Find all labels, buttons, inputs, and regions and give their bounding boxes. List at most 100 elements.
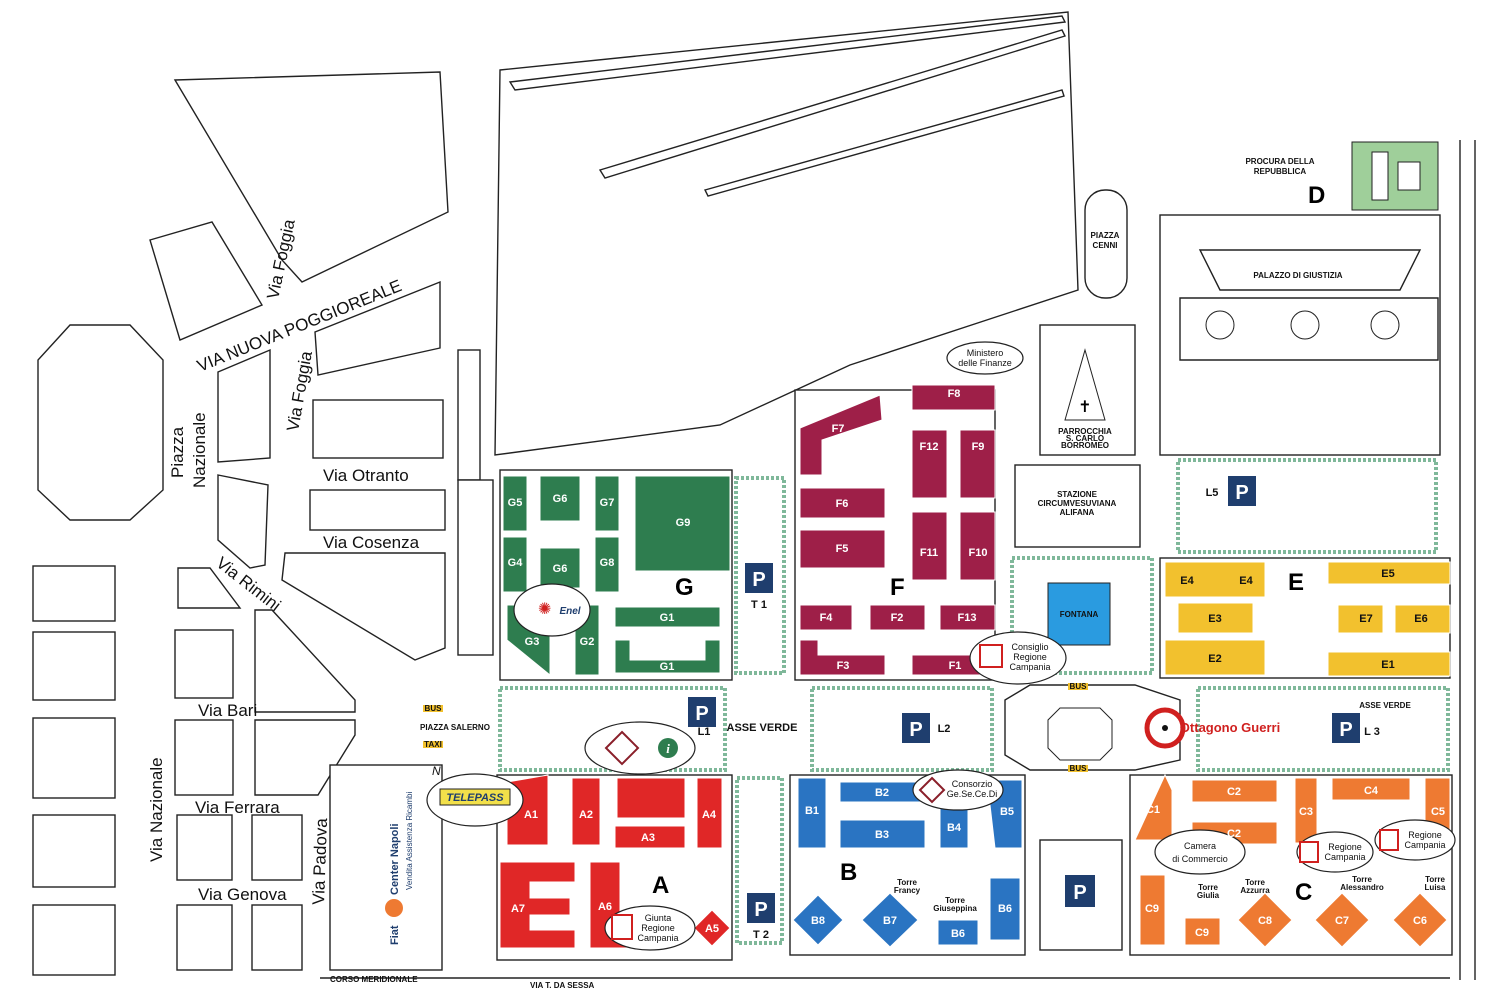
parking-l5-sign[interactable] (1228, 476, 1256, 506)
parking-center-p: P (1073, 882, 1086, 904)
pavilion-e6[interactable] (1394, 604, 1451, 634)
enel-bubble[interactable] (513, 583, 591, 637)
zone-g (499, 469, 733, 681)
parking-t1-sign[interactable] (745, 563, 773, 593)
pavilion-f7[interactable] (799, 394, 883, 476)
pavilion-c4[interactable] (1331, 777, 1411, 801)
pavilion-g5[interactable] (502, 475, 528, 532)
pavilion-b1[interactable] (797, 777, 827, 849)
parking-signs: P T 1 P L1 P L2 P L 3 P L5 P T 2 P (688, 476, 1380, 941)
block-fiat (329, 764, 443, 971)
consiglio-label-2: Regione (1013, 652, 1047, 662)
pavilion-f3[interactable] (799, 639, 886, 676)
pavilion-b7[interactable] (861, 892, 919, 948)
regione-crest-icon-3 (1379, 829, 1399, 851)
procura-label-1: PROCURA DELLA (1245, 157, 1314, 166)
pavilion-f10[interactable] (959, 511, 996, 581)
pavilion-b6a[interactable] (937, 919, 979, 946)
ministero-bubble[interactable] (946, 341, 1024, 375)
pavilion-a3a[interactable] (616, 777, 686, 819)
pavilion-a3[interactable] (614, 825, 686, 849)
pavilion-b4[interactable] (939, 804, 969, 849)
green-area-l5 (1176, 458, 1438, 554)
parking-t2-label: T 2 (753, 929, 769, 941)
pavilion-a4[interactable] (696, 777, 723, 849)
asse-verde-label-1: ASSE VERDE (727, 722, 798, 734)
pavilion-c9b[interactable] (1184, 917, 1221, 946)
pavilion-c8[interactable] (1237, 892, 1293, 948)
pavilion-c1[interactable] (1134, 773, 1173, 841)
pavilion-f2[interactable] (869, 604, 926, 631)
pavilion-e5[interactable] (1327, 561, 1451, 585)
block-parrocchia (1039, 324, 1136, 456)
parking-l3-sign[interactable] (1332, 713, 1360, 743)
pavilion-c9a[interactable] (1139, 874, 1166, 946)
pavilion-f9[interactable] (959, 429, 996, 499)
pavilion-f5[interactable] (799, 529, 886, 569)
label-c2a: C2 (1227, 786, 1241, 798)
pavilion-g8[interactable] (594, 536, 620, 593)
street-via-nazionale: Via Nazionale (147, 757, 166, 862)
ottagono-label: Ottagono Guerri (1180, 720, 1280, 735)
green-area-fontana (1010, 556, 1154, 675)
pavilion-f6[interactable] (799, 487, 886, 519)
pavilion-f8[interactable] (911, 384, 996, 411)
label-b4: B4 (947, 822, 962, 834)
pavilion-f12[interactable] (911, 429, 948, 499)
pavilion-e3[interactable] (1177, 602, 1254, 634)
bus-stop-1-label: BUS (425, 704, 443, 713)
fiat-label-2: Center Napoli (389, 823, 401, 895)
label-f1: F1 (949, 660, 962, 672)
pavilion-b6b[interactable] (989, 877, 1021, 941)
pavilion-a5[interactable] (693, 909, 731, 947)
parking-t2-sign[interactable] (747, 893, 775, 923)
block-tracks (457, 349, 481, 481)
parking-l2-sign[interactable] (902, 713, 930, 743)
regione-crest-icon-1 (979, 644, 1003, 668)
pavilion-f11[interactable] (911, 511, 948, 581)
procura-shape (1351, 141, 1439, 211)
consorzio-bubble[interactable] (912, 769, 1004, 811)
parking-center-sign[interactable] (1065, 875, 1095, 907)
camera-bubble[interactable] (1154, 829, 1246, 875)
street-via-padova: Via Padova (309, 817, 331, 905)
label-a4: A4 (702, 809, 717, 821)
pavilion-b8[interactable] (792, 894, 844, 946)
pavilion-g4[interactable] (502, 536, 528, 593)
cross-icon: ✝ (1078, 397, 1091, 416)
pavilion-c6[interactable] (1392, 892, 1448, 948)
consiglio-label-3: Campania (1009, 662, 1050, 672)
pavilion-g6a[interactable] (539, 475, 581, 522)
pavilion-labels: G5 G6 G7 G9 G4 G6 G8 G3 G2 G1 G1 F7 F8 F… (508, 388, 1445, 940)
pavilion-e4[interactable] (1164, 561, 1266, 598)
label-c9b: C9 (1195, 927, 1209, 939)
pavilion-c2a[interactable] (1191, 779, 1278, 803)
street-via-bari: Via Bari (198, 701, 257, 720)
pavilion-g1a[interactable] (614, 606, 721, 628)
block-top-triangle (173, 71, 449, 283)
block-north-big (494, 11, 1079, 456)
bus-stop-2-icon (1068, 683, 1088, 690)
pavilion-g7[interactable] (594, 475, 620, 532)
label-g7: G7 (600, 497, 615, 509)
street-corso-meridionale: CORSO MERIDIONALE (330, 975, 418, 984)
pavilion-e7[interactable] (1337, 604, 1384, 634)
pavilion-c7[interactable] (1314, 892, 1370, 948)
parking-l1-sign[interactable] (688, 697, 716, 727)
zone-f (794, 384, 996, 681)
pavilion-g9[interactable] (634, 475, 731, 572)
label-f3: F3 (837, 660, 850, 672)
pavilion-f4[interactable] (799, 604, 853, 631)
info-bubble[interactable] (584, 721, 696, 775)
pavilion-e2[interactable] (1164, 639, 1266, 676)
pavilion-f13[interactable] (939, 604, 996, 631)
block-poggioreale-2 (314, 280, 441, 376)
pavilion-g1b[interactable] (614, 639, 721, 674)
label-e5: E5 (1381, 568, 1394, 580)
label-c7: C7 (1335, 915, 1349, 927)
pavilion-a7[interactable] (499, 861, 576, 949)
pavilion-e1[interactable] (1327, 651, 1451, 677)
pavilion-a2[interactable] (571, 777, 601, 846)
pavilion-b3[interactable] (839, 819, 926, 849)
label-f4: F4 (820, 612, 834, 624)
